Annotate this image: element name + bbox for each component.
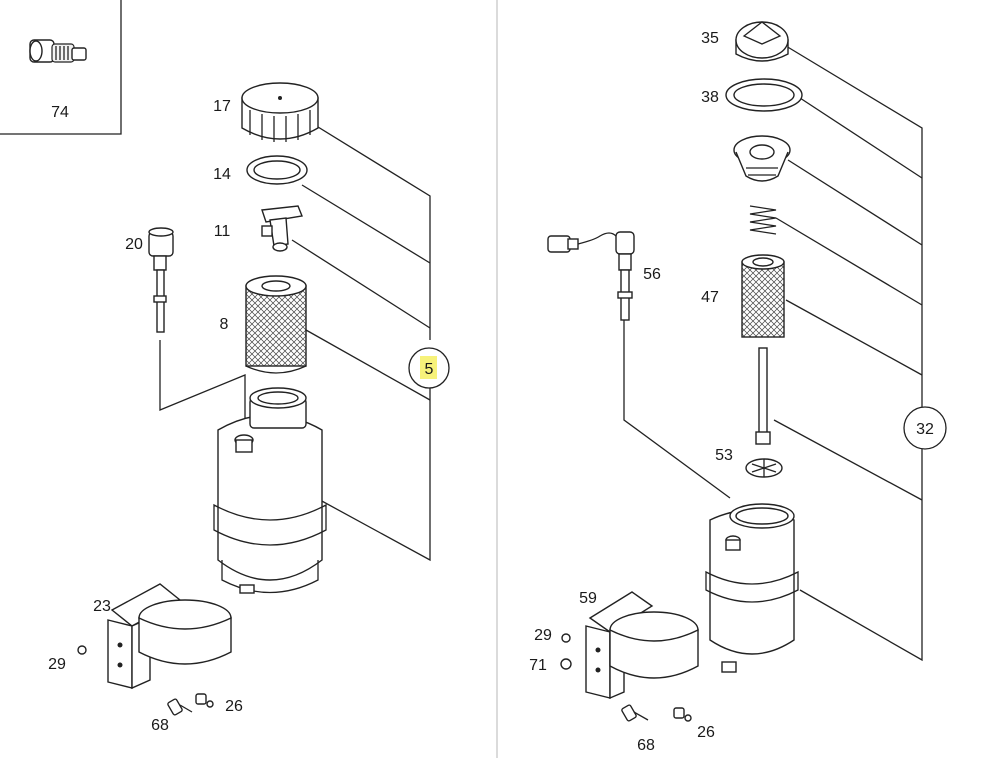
spring: [749, 205, 777, 235]
bolt-68-right: [621, 704, 649, 722]
funnel-valve: [733, 135, 791, 182]
nut-26-right: [673, 707, 692, 722]
part-label-68-left: 68: [151, 717, 169, 734]
part-label-8: 8: [220, 316, 229, 333]
part-label-29-left: 29: [48, 656, 66, 673]
tank-bowl: [213, 387, 327, 594]
left-assembly: 17 14 11 20 8 23 29 26 68 5: [48, 82, 450, 734]
level-sensor-20: [148, 227, 174, 333]
part-label-68-right: 68: [637, 737, 655, 754]
right-leader-lines: [623, 45, 923, 662]
part-label-11: 11: [214, 223, 231, 240]
star-washer-53: [745, 458, 783, 478]
ring-38: [725, 78, 803, 112]
sensor-56: [547, 231, 635, 321]
tank-right: [705, 503, 799, 673]
part-label-17: 17: [213, 98, 231, 115]
part-label-20: 20: [125, 236, 143, 253]
part-label-71: 71: [529, 657, 547, 674]
callout-label-32: 32: [916, 421, 934, 438]
part-label-59: 59: [579, 590, 597, 607]
left-leader-lines: [159, 126, 431, 562]
seal-ring-14: [246, 155, 308, 185]
part-label-53: 53: [715, 447, 733, 464]
left-hardware: [77, 645, 214, 716]
right-hardware: [560, 633, 692, 722]
part-label-26-right: 26: [697, 724, 715, 741]
part-label-29-right: 29: [534, 627, 552, 644]
bolt-68-left: [167, 698, 193, 716]
sensor-connector-drawing: [29, 39, 87, 63]
nut-26-left: [195, 693, 214, 708]
part-label-74: 74: [51, 104, 69, 121]
clamp-bracket-23: [107, 583, 232, 690]
right-assembly: 35 38 56 47 53 59 29 71 26 68 32: [529, 21, 947, 754]
part-label-35: 35: [701, 30, 719, 47]
rod: [755, 347, 771, 445]
callout-32: 32: [903, 406, 947, 450]
clamp-bracket-59: [585, 591, 699, 700]
filter-element-8: [245, 275, 307, 374]
part-label-56: 56: [643, 266, 661, 283]
inset-box: 74: [0, 0, 122, 135]
part-label-14: 14: [213, 166, 231, 183]
callout-5-highlight: [420, 356, 437, 379]
part-label-26-left: 26: [225, 698, 243, 715]
cap-35: [735, 21, 789, 62]
valve-11: [261, 205, 303, 252]
part-label-47: 47: [701, 289, 719, 306]
part-label-38: 38: [701, 89, 719, 106]
callout-label-5: 5: [425, 361, 434, 378]
filter-47: [741, 254, 785, 338]
part-label-23: 23: [93, 598, 111, 615]
callout-5: 5: [408, 347, 450, 389]
filler-cap-17: [241, 82, 319, 142]
